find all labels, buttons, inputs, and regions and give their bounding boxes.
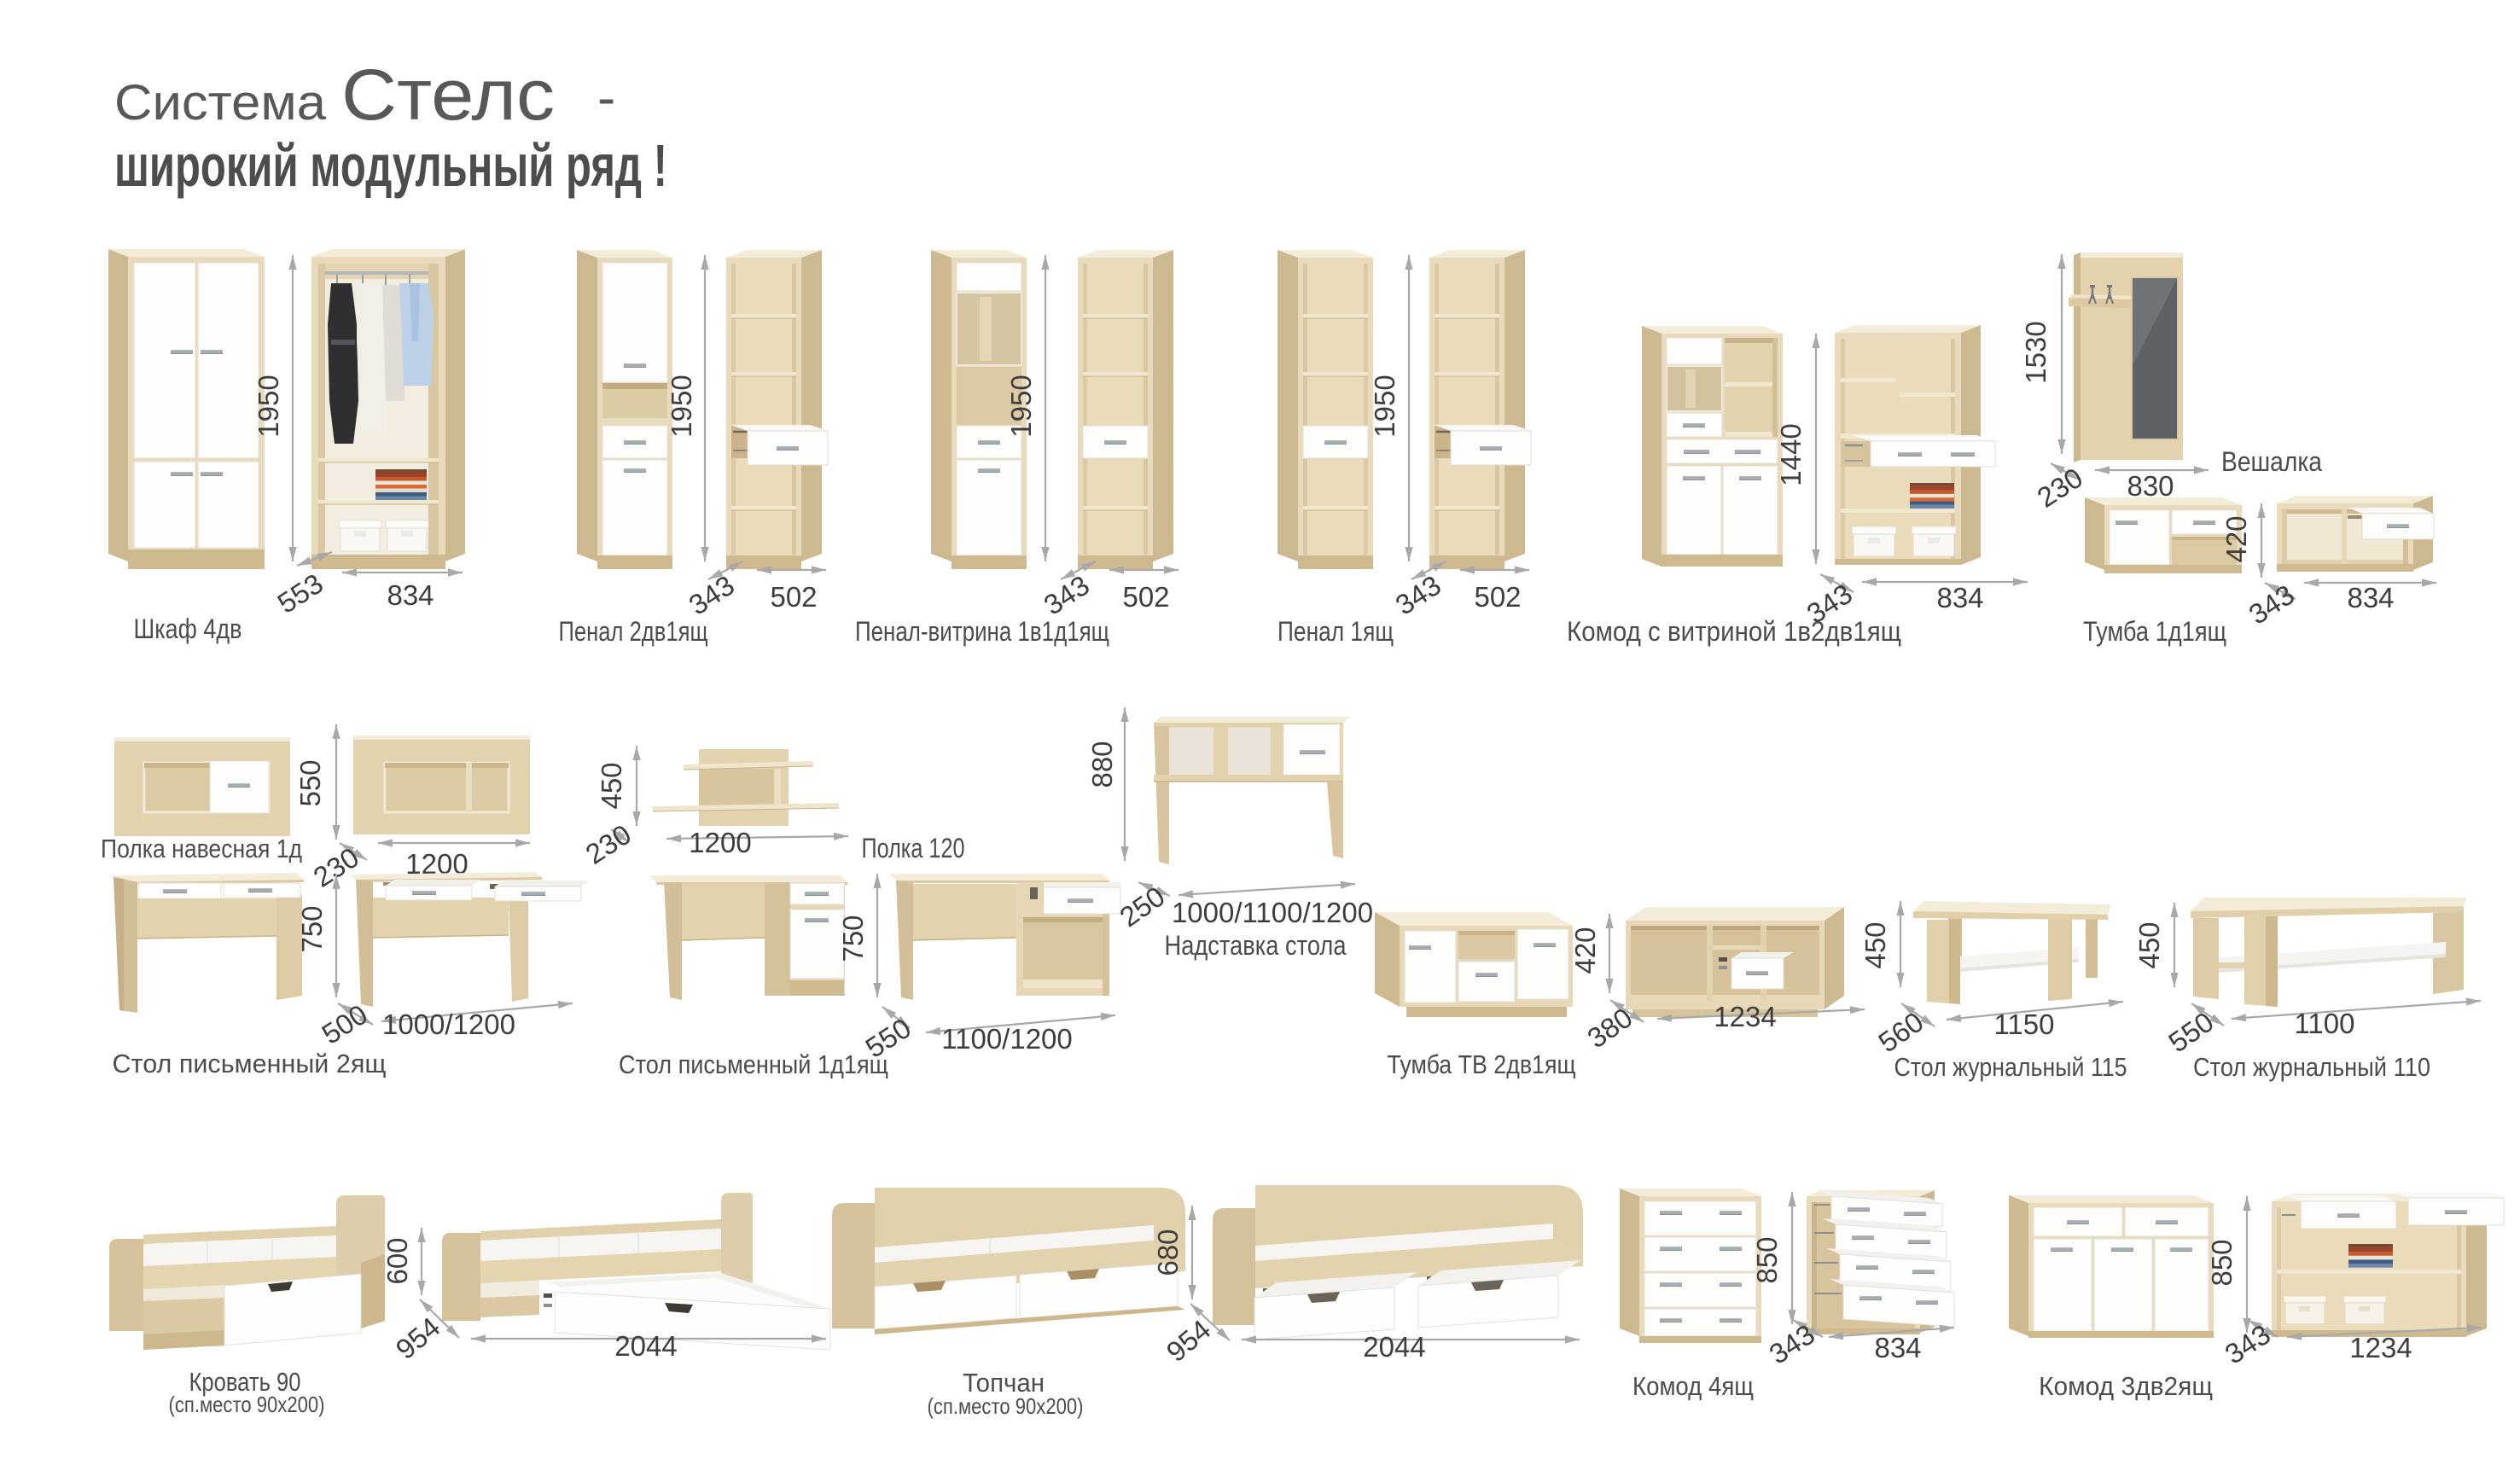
svg-text:Тумба 1д1ящ: Тумба 1д1ящ [2083, 616, 2226, 647]
svg-text:1950: 1950 [1369, 375, 1400, 437]
svg-text:450: 450 [2133, 921, 2165, 968]
svg-text:Система: Система [114, 75, 327, 131]
svg-text:1150: 1150 [1994, 1009, 2055, 1040]
svg-text:Тумба ТВ 2дв1ящ: Тумба ТВ 2дв1ящ [1388, 1049, 1576, 1079]
svg-text:Стол письменный 2ящ: Стол письменный 2ящ [113, 1049, 387, 1078]
svg-text:1440: 1440 [1775, 423, 1807, 485]
svg-text:550: 550 [294, 759, 326, 806]
svg-text:широкий модульный ряд !: широкий модульный ряд ! [114, 132, 667, 199]
svg-text:Стелс: Стелс [341, 55, 555, 135]
svg-text:502: 502 [1122, 581, 1169, 613]
svg-text:Надставка стола: Надставка стола [1165, 930, 1347, 961]
svg-text:Комод 3дв2ящ: Комод 3дв2ящ [2039, 1371, 2213, 1401]
svg-text:834: 834 [1874, 1332, 1921, 1363]
svg-text:502: 502 [770, 581, 817, 613]
svg-text:680: 680 [1152, 1229, 1184, 1276]
svg-text:2044: 2044 [614, 1330, 677, 1362]
svg-text:1950: 1950 [666, 375, 697, 437]
svg-text:420: 420 [2220, 515, 2252, 562]
svg-text:-: - [597, 67, 615, 128]
svg-text:Пенал 1ящ: Пенал 1ящ [1277, 616, 1394, 647]
svg-text:880: 880 [1086, 741, 1118, 788]
svg-text:Шкаф 4дв: Шкаф 4дв [134, 613, 242, 644]
svg-text:1000/1100/1200: 1000/1100/1200 [1172, 897, 1373, 928]
svg-text:1200: 1200 [689, 827, 751, 858]
svg-text:1530: 1530 [2020, 321, 2052, 383]
svg-text:Кровать 90: Кровать 90 [189, 1367, 301, 1397]
svg-text:502: 502 [1474, 581, 1521, 613]
svg-text:1950: 1950 [253, 375, 284, 437]
svg-text:Комод 4ящ: Комод 4ящ [1632, 1371, 1754, 1401]
svg-text:834: 834 [2347, 582, 2394, 613]
svg-text:2044: 2044 [1363, 1331, 1425, 1363]
svg-text:1234: 1234 [1714, 1001, 1776, 1032]
svg-text:Полка 120: Полка 120 [862, 833, 965, 863]
svg-text:830: 830 [2127, 470, 2174, 502]
svg-text:1000/1200: 1000/1200 [382, 1009, 515, 1040]
svg-text:750: 750 [837, 915, 869, 962]
svg-text:(сп.место 90х200): (сп.место 90х200) [928, 1393, 1084, 1419]
svg-text:420: 420 [1569, 927, 1601, 974]
svg-text:Стол письменный 1д1ящ: Стол письменный 1д1ящ [619, 1049, 888, 1079]
svg-text:1950: 1950 [1005, 375, 1037, 437]
svg-text:1234: 1234 [2349, 1332, 2412, 1363]
svg-text:Топчан: Топчан [963, 1368, 1045, 1398]
svg-text:1100: 1100 [2295, 1008, 2355, 1039]
svg-text:Вешалка: Вешалка [2221, 446, 2322, 477]
svg-text:Пенал-витрина 1в1д1ящ: Пенал-витрина 1в1д1ящ [855, 616, 1109, 647]
svg-text:Стол журнальный 110: Стол журнальный 110 [2193, 1052, 2430, 1082]
svg-text:(сп.место 90х200): (сп.место 90х200) [169, 1392, 325, 1417]
svg-text:834: 834 [387, 579, 434, 611]
svg-text:450: 450 [1859, 921, 1891, 968]
svg-text:Пенал 2дв1ящ: Пенал 2дв1ящ [559, 616, 708, 647]
svg-text:850: 850 [2206, 1239, 2238, 1286]
svg-text:450: 450 [596, 762, 627, 809]
svg-text:Комод с витриной 1в2дв1ящ: Комод с витриной 1в2дв1ящ [1567, 616, 1901, 647]
svg-text:Полка навесная 1д: Полка навесная 1д [101, 834, 302, 863]
svg-text:834: 834 [1936, 582, 1983, 613]
svg-text:750: 750 [296, 905, 328, 952]
svg-text:1100/1200: 1100/1200 [941, 1023, 1073, 1055]
svg-text:Стол журнальный 115: Стол журнальный 115 [1894, 1052, 2127, 1082]
svg-text:600: 600 [381, 1237, 413, 1284]
svg-text:850: 850 [1751, 1236, 1783, 1283]
